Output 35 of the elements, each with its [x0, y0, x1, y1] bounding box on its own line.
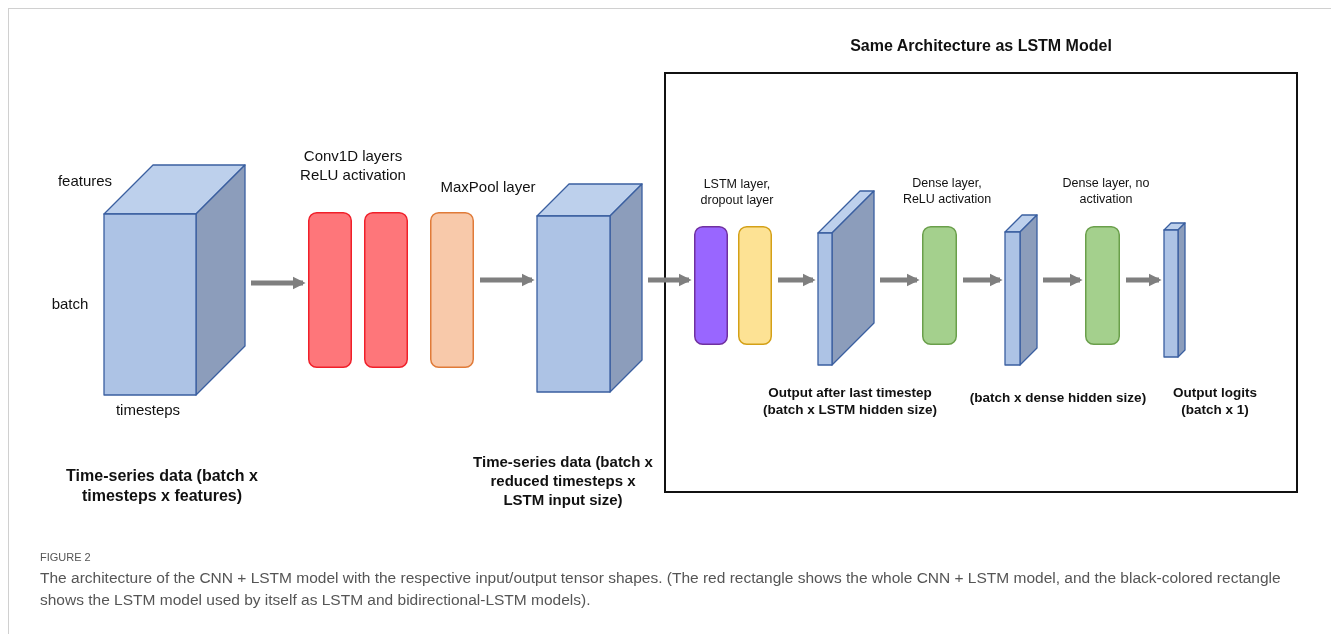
data-cube	[537, 184, 642, 392]
arrow	[778, 273, 816, 287]
tensor-caption: (batch x dense hidden size)	[968, 390, 1148, 407]
layer-label: Dense layer, no activation	[1061, 176, 1151, 208]
arrow	[880, 273, 920, 287]
maxpool-layer-block	[430, 212, 474, 368]
frame-heading: Same Architecture as LSTM Model	[849, 36, 1113, 56]
arrow	[963, 273, 1003, 287]
figure-number: FIGURE 2	[40, 551, 92, 565]
axis-label: batch	[50, 295, 90, 314]
conv-layer-block	[308, 212, 352, 368]
dropout-layer-block	[738, 226, 772, 345]
tensor-caption: Output after last timestep (batch x LSTM hidden size)	[762, 385, 938, 419]
figure-caption: The architecture of the CNN + LSTM model with the respective input/output tensor shapes. (The red rectangle shows the whole CNN + LSTM model, and the black-colored rectangle shows the LSTM model used by itself as LSTM and bidirectional-LSTM models).	[40, 568, 1282, 610]
dense-layer-block	[1085, 226, 1120, 345]
axis-label: features	[56, 172, 114, 191]
tensor-caption: Time-series data (batch x reduced timesteps x LSTM input size)	[472, 453, 654, 510]
lstm-layer-block	[694, 226, 728, 345]
output-tensor-slab	[1005, 215, 1037, 365]
layer-label: Conv1D layers ReLU activation	[299, 147, 407, 185]
dense-layer-block	[922, 226, 957, 345]
arrow	[251, 276, 306, 290]
arrow	[648, 273, 692, 287]
conv-layer-block	[364, 212, 408, 368]
axis-label: timesteps	[114, 401, 182, 420]
output-tensor-slab	[1164, 223, 1185, 357]
tensor-caption: Time-series data (batch x timesteps x features)	[65, 466, 259, 506]
output-tensor-slab	[818, 191, 874, 365]
arrow	[1126, 273, 1162, 287]
arrow	[1043, 273, 1083, 287]
layer-label: MaxPool layer	[439, 178, 537, 197]
tensor-caption: Output logits (batch x 1)	[1172, 385, 1258, 419]
arrow	[480, 273, 535, 287]
layer-label: Dense layer, ReLU activation	[901, 176, 993, 208]
layer-label: LSTM layer, dropout layer	[699, 177, 775, 209]
